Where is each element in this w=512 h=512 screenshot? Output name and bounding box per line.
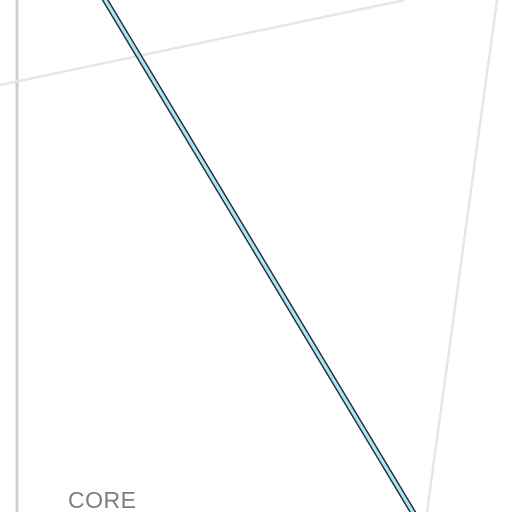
road-diagonal-top bbox=[0, 0, 406, 87]
road-diagonal-right bbox=[425, 0, 499, 512]
route-line[interactable] bbox=[103, 0, 415, 512]
area-label: CORE bbox=[68, 487, 137, 512]
